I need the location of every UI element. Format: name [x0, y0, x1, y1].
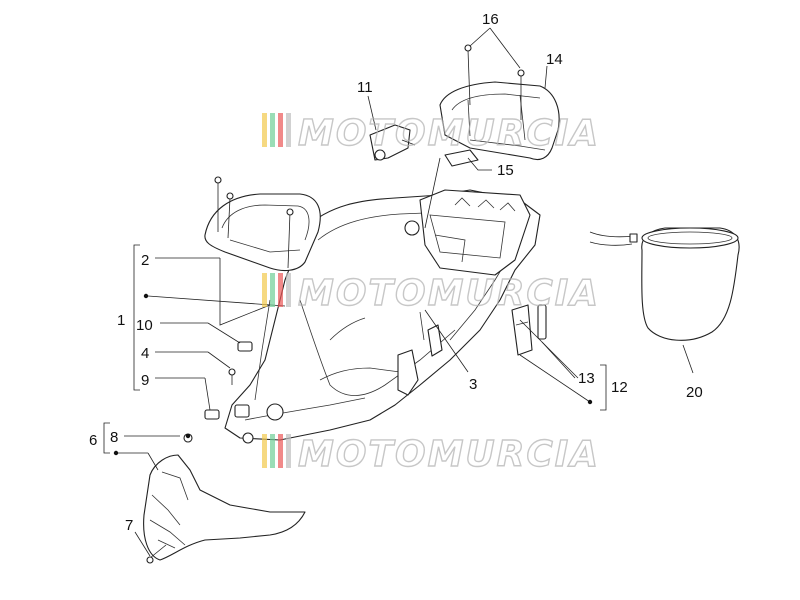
callout-10: 10 [136, 317, 153, 334]
watermark-stripe-2 [270, 113, 275, 147]
watermark-top: MOTOMURCIA [262, 112, 600, 155]
callout-3: 3 [469, 376, 477, 393]
callout-1: 1 [117, 312, 125, 329]
callout-4: 4 [141, 345, 149, 362]
watermark-bottom: MOTOMURCIA [262, 433, 600, 476]
callout-16: 16 [482, 11, 499, 28]
callout-labels: 1 2 3 4 6 7 8 9 10 11 12 13 14 15 16 20 [89, 11, 703, 534]
front-panel-part [143, 433, 306, 561]
watermark-text: MOTOMURCIA [298, 434, 600, 475]
storage-bag-part [589, 227, 740, 341]
watermark-stripe-4 [286, 113, 291, 147]
watermark-text: MOTOMURCIA [298, 273, 600, 314]
leader-lines [103, 27, 694, 557]
watermark-stripe-1 [262, 273, 267, 307]
callout-9: 9 [141, 372, 149, 389]
callout-12: 12 [611, 379, 628, 396]
screw-set-top-left [214, 176, 294, 269]
watermark-middle: MOTOMURCIA [262, 272, 600, 315]
watermark-stripe-2 [270, 273, 275, 307]
watermark-stripe-3 [278, 113, 283, 147]
pad-part [444, 149, 479, 167]
callout-6: 6 [89, 432, 97, 449]
reference-dots [113, 293, 593, 456]
label-tag-part [511, 304, 547, 356]
watermark-stripe-1 [262, 434, 267, 468]
screw-part-7 [146, 544, 167, 564]
watermark-stripe-1 [262, 113, 267, 147]
watermark-stripe-3 [278, 434, 283, 468]
callout-8: 8 [110, 429, 118, 446]
glove-box-lid-part [204, 176, 321, 272]
screw-set-top-right [464, 44, 525, 120]
watermark-stripe-3 [278, 273, 283, 307]
watermark-stripe-2 [270, 434, 275, 468]
callout-7: 7 [125, 517, 133, 534]
bracket-part [369, 124, 416, 161]
watermark-text: MOTOMURCIA [298, 113, 600, 154]
callout-2: 2 [141, 252, 149, 269]
callout-13: 13 [578, 370, 595, 387]
small-clips [204, 341, 253, 420]
callout-15: 15 [497, 162, 514, 179]
watermark-stripe-4 [286, 434, 291, 468]
watermark-stripe-4 [286, 273, 291, 307]
callout-11: 11 [357, 79, 373, 96]
callout-20: 20 [686, 384, 703, 401]
callout-14: 14 [546, 51, 563, 68]
